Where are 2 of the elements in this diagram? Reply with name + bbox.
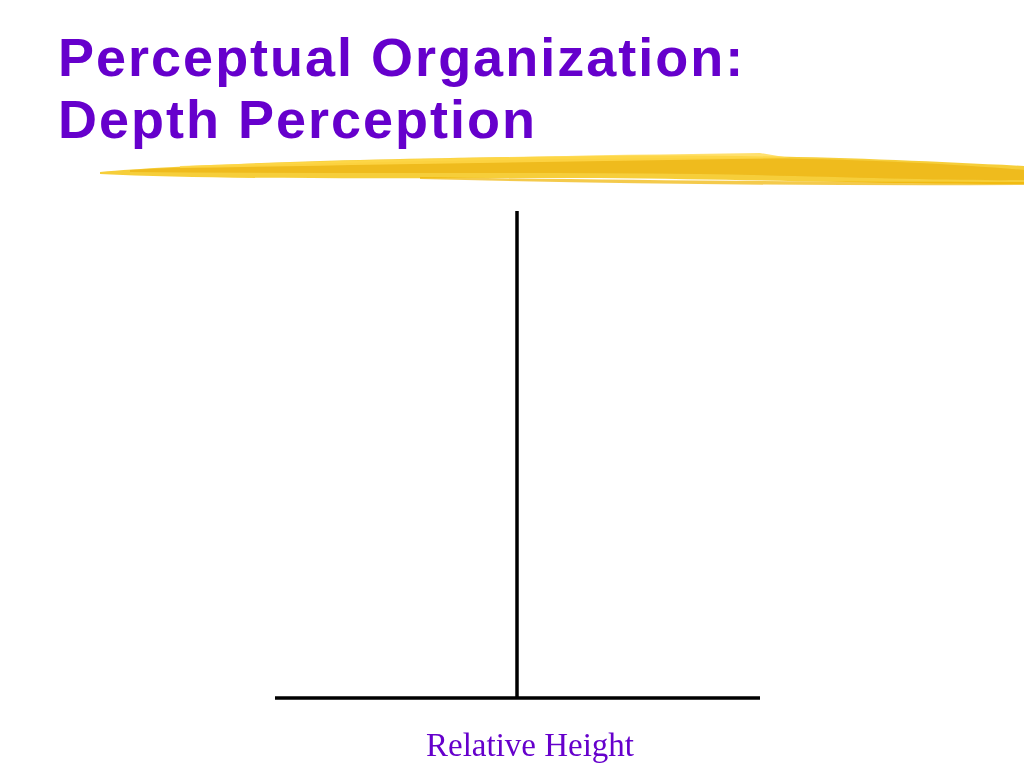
figure-caption: Relative Height [426,727,634,763]
slide-title: Perceptual Organization: Depth Perception [58,26,747,150]
